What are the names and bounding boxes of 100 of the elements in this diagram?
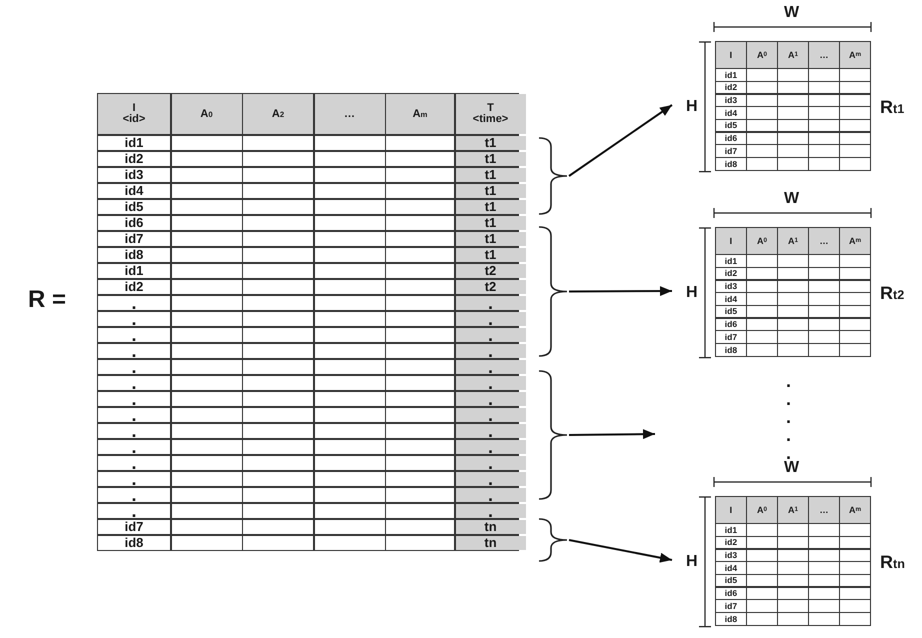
row-id: id7 [716,331,746,343]
ellipsis-dot: . [786,444,792,462]
time-value: t1 [456,232,526,246]
width-label: W [784,191,800,207]
row-id: id3 [716,550,746,562]
row-id: id1 [716,69,746,81]
row-id: id1 [716,524,746,536]
time-value: . [456,440,526,454]
row-id: . [98,504,170,518]
row-id: . [98,440,170,454]
row-id: . [98,456,170,470]
height-label: H [686,98,698,115]
row-id: id3 [716,94,746,106]
row-id: id8 [716,158,746,170]
row-id: id5 [716,120,746,132]
arrow [568,539,672,563]
row-id: id5 [716,574,746,586]
height-label: H [686,554,698,570]
time-value: . [456,296,526,310]
row-id: id3 [98,168,170,182]
ellipsis-dot: . [786,390,792,408]
row-id: . [98,488,170,502]
row-id: id1 [716,255,746,267]
time-value: . [456,392,526,406]
column-header: … [809,228,839,254]
time-value: . [456,408,526,422]
row-id: id1 [98,136,170,150]
column-header: I [716,228,746,254]
row-id: . [98,392,170,406]
time-value: . [456,312,526,326]
time-value: . [456,328,526,342]
row-id: id6 [716,318,746,330]
row-id: id7 [98,232,170,246]
row-id: . [98,344,170,358]
row-id: . [98,360,170,374]
time-value: t1 [456,248,526,262]
curly-brace [537,518,569,562]
column-header: I <id> [98,94,170,134]
row-id: . [98,472,170,486]
row-id: id4 [716,107,746,119]
time-value: t1 [456,168,526,182]
time-value: t2 [456,280,526,294]
row-id: id7 [716,145,746,157]
arrow [568,104,673,177]
row-id: id2 [98,280,170,294]
row-id: id2 [716,536,746,548]
arrow [569,286,672,296]
curly-brace [537,137,569,215]
row-id: . [98,312,170,326]
time-value: . [456,504,526,518]
time-value: t1 [456,152,526,166]
row-id: id6 [98,216,170,230]
row-id: id6 [716,588,746,600]
row-id: id8 [716,344,746,356]
ellipsis-dot: . [786,426,792,444]
time-value: . [456,344,526,358]
time-value: . [456,376,526,390]
row-id: id8 [98,248,170,262]
time-value: . [456,456,526,470]
row-id: id3 [716,280,746,292]
curly-brace [537,370,569,500]
time-value: t1 [456,136,526,150]
row-id: id1 [98,264,170,278]
column-header: T <time> [456,94,526,134]
row-id: . [98,424,170,438]
ellipsis-dot: . [786,408,792,426]
time-value: t2 [456,264,526,278]
column-header: I [716,42,746,68]
height-label: H [686,284,698,301]
row-id: id5 [98,200,170,214]
arrow [568,429,656,440]
row-id: id7 [98,520,170,534]
ellipsis-dot: . [786,372,792,390]
row-id: id7 [716,600,746,612]
row-id: id2 [716,268,746,280]
row-id: . [98,296,170,310]
time-value: . [456,472,526,486]
row-id: id4 [716,562,746,574]
time-value: tn [456,520,526,534]
width-label: W [784,460,800,476]
row-id: id2 [98,152,170,166]
column-header: … [314,94,384,134]
row-id: id4 [716,293,746,305]
time-value: t1 [456,184,526,198]
row-id: . [98,376,170,390]
row-id: id6 [716,132,746,144]
row-id: id2 [716,82,746,94]
row-id: . [98,408,170,422]
time-value: . [456,424,526,438]
column-header: I [716,497,746,523]
column-header: … [809,42,839,68]
curly-brace [537,226,569,357]
time-value: t1 [456,216,526,230]
row-id: id8 [98,536,170,550]
time-value: . [456,360,526,374]
row-id: id4 [98,184,170,198]
row-id: id8 [716,613,746,624]
relation-label: R = [28,286,66,314]
time-value: tn [456,536,526,550]
time-value: . [456,488,526,502]
